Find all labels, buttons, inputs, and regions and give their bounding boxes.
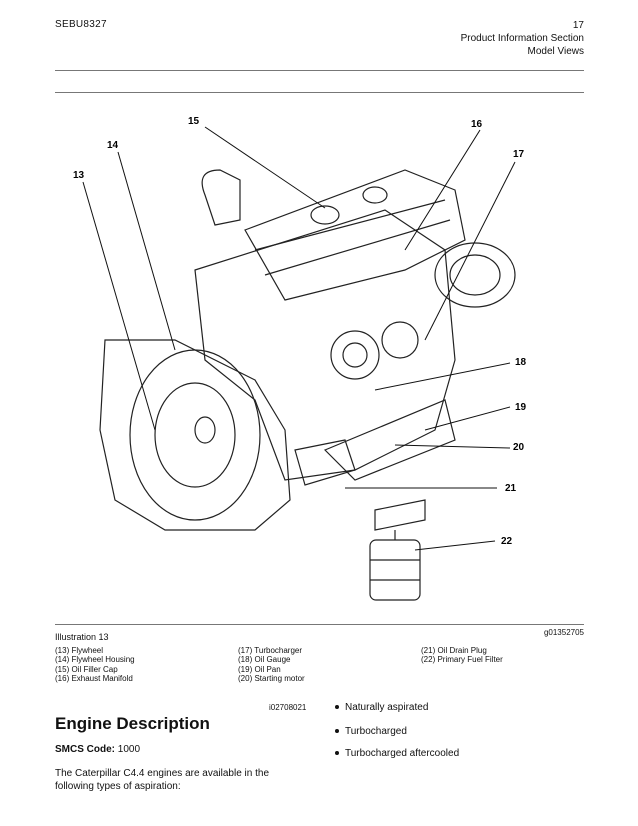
smcs-value: 1000 xyxy=(117,744,141,755)
caption-item: (21) Oil Drain Plug xyxy=(421,646,487,655)
callout-21: 21 xyxy=(505,483,517,494)
section-body-text: The Caterpillar C4.4 engines are availab… xyxy=(55,768,270,792)
valve-cover-shape xyxy=(244,169,466,301)
section-reference-id: i02708021 xyxy=(269,703,307,712)
engine-illustration: 13 14 15 16 17 18 19 20 21 22 xyxy=(73,116,527,601)
page-number: 17 xyxy=(572,20,584,31)
alternator-shape xyxy=(434,242,516,308)
caption-column-1: (13) Flywheel (14) Flywheel Housing (15)… xyxy=(55,646,135,683)
caption-column-3: (21) Oil Drain Plug (22) Primary Fuel Fi… xyxy=(421,646,503,665)
bullet-icon xyxy=(335,705,339,710)
caption-item: (19) Oil Pan xyxy=(238,664,281,674)
bullet-icon xyxy=(335,729,339,734)
list-item-label: Turbocharged aftercooled xyxy=(345,748,460,759)
caption-item: (18) Oil Gauge xyxy=(238,655,291,665)
header-rule xyxy=(55,70,584,71)
section-title: Engine Description xyxy=(55,714,210,733)
document-id: SEBU8327 xyxy=(55,19,107,30)
figure-top-rule xyxy=(55,92,584,93)
callout-17: 17 xyxy=(513,149,525,160)
list-item-label: Naturally aspirated xyxy=(345,702,429,713)
caption-item: (15) Oil Filler Cap xyxy=(55,664,118,674)
caption-item: (17) Turbocharger xyxy=(238,646,303,655)
illustration-label: Illustration 13 xyxy=(55,632,109,642)
engine-block-shape xyxy=(194,209,456,481)
fuel-filter-bowl-shape xyxy=(369,539,421,601)
callout-20: 20 xyxy=(513,442,525,453)
list-item: Naturally aspirated xyxy=(335,702,428,713)
callout-14: 14 xyxy=(107,140,119,151)
callout-16: 16 xyxy=(471,119,483,130)
turbocharger-shape xyxy=(330,330,380,380)
caption-column-2: (17) Turbocharger (18) Oil Gauge (19) Oi… xyxy=(238,646,305,683)
callout-19: 19 xyxy=(515,402,527,413)
list-item-label: Turbocharged xyxy=(345,726,407,737)
figure-bottom-rule xyxy=(55,624,584,625)
oil-pan-shape xyxy=(323,399,456,481)
section-name: Product Information Section xyxy=(460,33,584,44)
caption-item: (13) Flywheel xyxy=(55,646,104,655)
fuel-filter-head-shape xyxy=(374,499,426,531)
intake-elbow-shape xyxy=(201,169,241,226)
list-item: Turbocharged xyxy=(335,726,407,737)
caption-item: (14) Flywheel Housing xyxy=(55,655,135,665)
caption-item: (16) Exhaust Manifold xyxy=(55,673,133,683)
callout-15: 15 xyxy=(188,116,200,127)
list-item: Turbocharged aftercooled xyxy=(335,748,459,759)
flywheel-shape xyxy=(129,349,261,521)
smcs-label: SMCS Code: xyxy=(55,744,115,755)
caption-item: (22) Primary Fuel Filter xyxy=(421,655,503,665)
bullet-icon xyxy=(335,751,339,756)
starting-motor-shape xyxy=(294,439,356,486)
callout-18: 18 xyxy=(515,357,527,368)
graphic-id: g01352705 xyxy=(543,628,584,637)
oil-filler-cap-shape xyxy=(310,205,340,225)
smcs-code: SMCS Code: 1000 xyxy=(55,744,140,755)
page-header-right: 17 Product Information Section Model Vie… xyxy=(461,19,584,58)
callout-22: 22 xyxy=(501,536,513,547)
callout-13: 13 xyxy=(73,170,85,181)
subsection-name: Model Views xyxy=(527,46,584,57)
caption-item: (20) Starting motor xyxy=(238,673,305,683)
flywheel-housing-shape xyxy=(99,339,291,531)
